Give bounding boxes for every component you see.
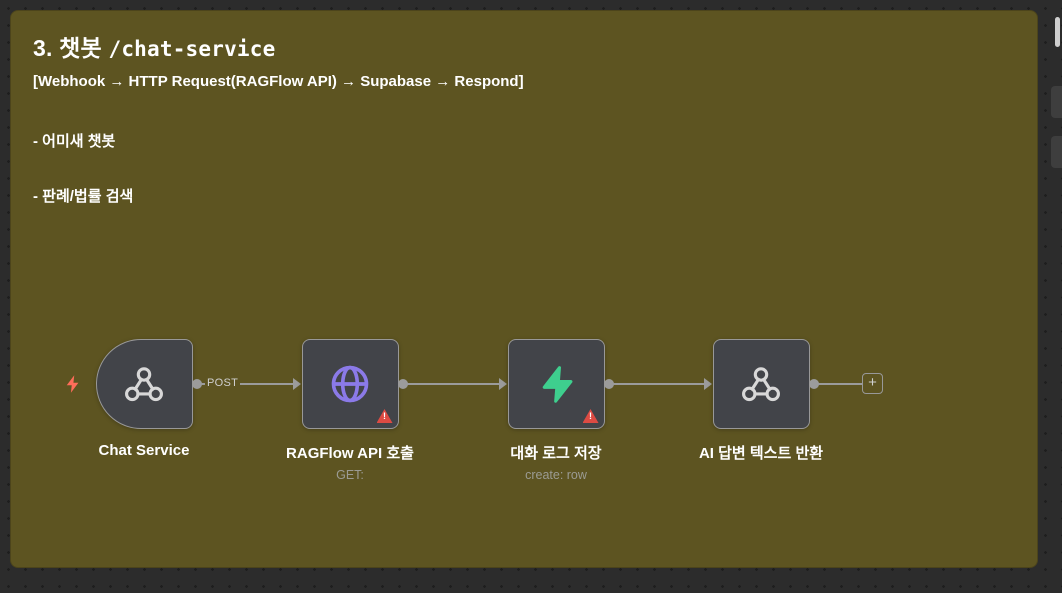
node-respond-webhook[interactable]: AI 답변 텍스트 반환 (661, 339, 861, 463)
sticky-note-line: - 판례/법률 검색 (33, 188, 134, 205)
scrollbar-thumb[interactable] (1055, 17, 1060, 47)
sticky-note-subtitle: [Webhook → HTTP Request(RAGFlow API) → S… (33, 73, 524, 90)
globe-icon (327, 361, 373, 407)
node-label: Chat Service (98, 442, 190, 459)
sticky-title-text: 3. 챗봇 (33, 35, 109, 61)
webhook-icon (122, 362, 166, 406)
input-connector-icon (704, 378, 712, 390)
input-connector-icon (499, 378, 507, 390)
node-label: RAGFlow API 호출 (286, 445, 414, 462)
node-ragflow-api[interactable]: ! RAGFlow API 호출 GET: (250, 339, 450, 482)
http-request-node[interactable]: ! (301, 339, 399, 429)
node-subtitle: GET: (336, 468, 364, 482)
supabase-node[interactable]: ! (507, 339, 605, 429)
panel-tab[interactable] (1051, 86, 1062, 118)
output-connector[interactable] (604, 379, 614, 389)
node-label: 대화 로그 저장 (510, 445, 602, 462)
output-connector[interactable] (398, 379, 408, 389)
output-connector[interactable] (809, 379, 819, 389)
connection-line (407, 383, 500, 385)
sticky-note-title: 3. 챗봇 /chat-service (33, 29, 275, 63)
sticky-note-line: - 어미새 챗봇 (33, 133, 116, 150)
node-subtitle: create: row (525, 468, 587, 482)
sticky-title-code: /chat-service (108, 37, 276, 61)
webhook-trigger-node[interactable] (95, 339, 193, 429)
webhook-icon (739, 362, 783, 406)
node-chat-service[interactable]: Chat Service (44, 339, 244, 459)
warning-icon: ! (376, 409, 393, 423)
connection-method-label: POST (205, 377, 241, 389)
input-connector-icon (293, 378, 301, 390)
warning-icon: ! (582, 409, 599, 423)
panel-tab[interactable] (1051, 136, 1062, 168)
node-label: AI 답변 텍스트 반환 (698, 445, 824, 462)
sticky-note[interactable]: 3. 챗봇 /chat-service [Webhook → HTTP Requ… (10, 10, 1038, 568)
supabase-icon (536, 364, 576, 404)
connection-line (201, 383, 294, 385)
connection-line (613, 383, 705, 385)
output-connector[interactable] (192, 379, 202, 389)
connection-line (818, 383, 862, 385)
node-supabase-log[interactable]: ! 대화 로그 저장 create: row (456, 339, 656, 482)
trigger-bolt-icon (63, 372, 83, 396)
respond-to-webhook-node[interactable] (712, 339, 810, 429)
add-node-button[interactable]: + (862, 373, 883, 394)
